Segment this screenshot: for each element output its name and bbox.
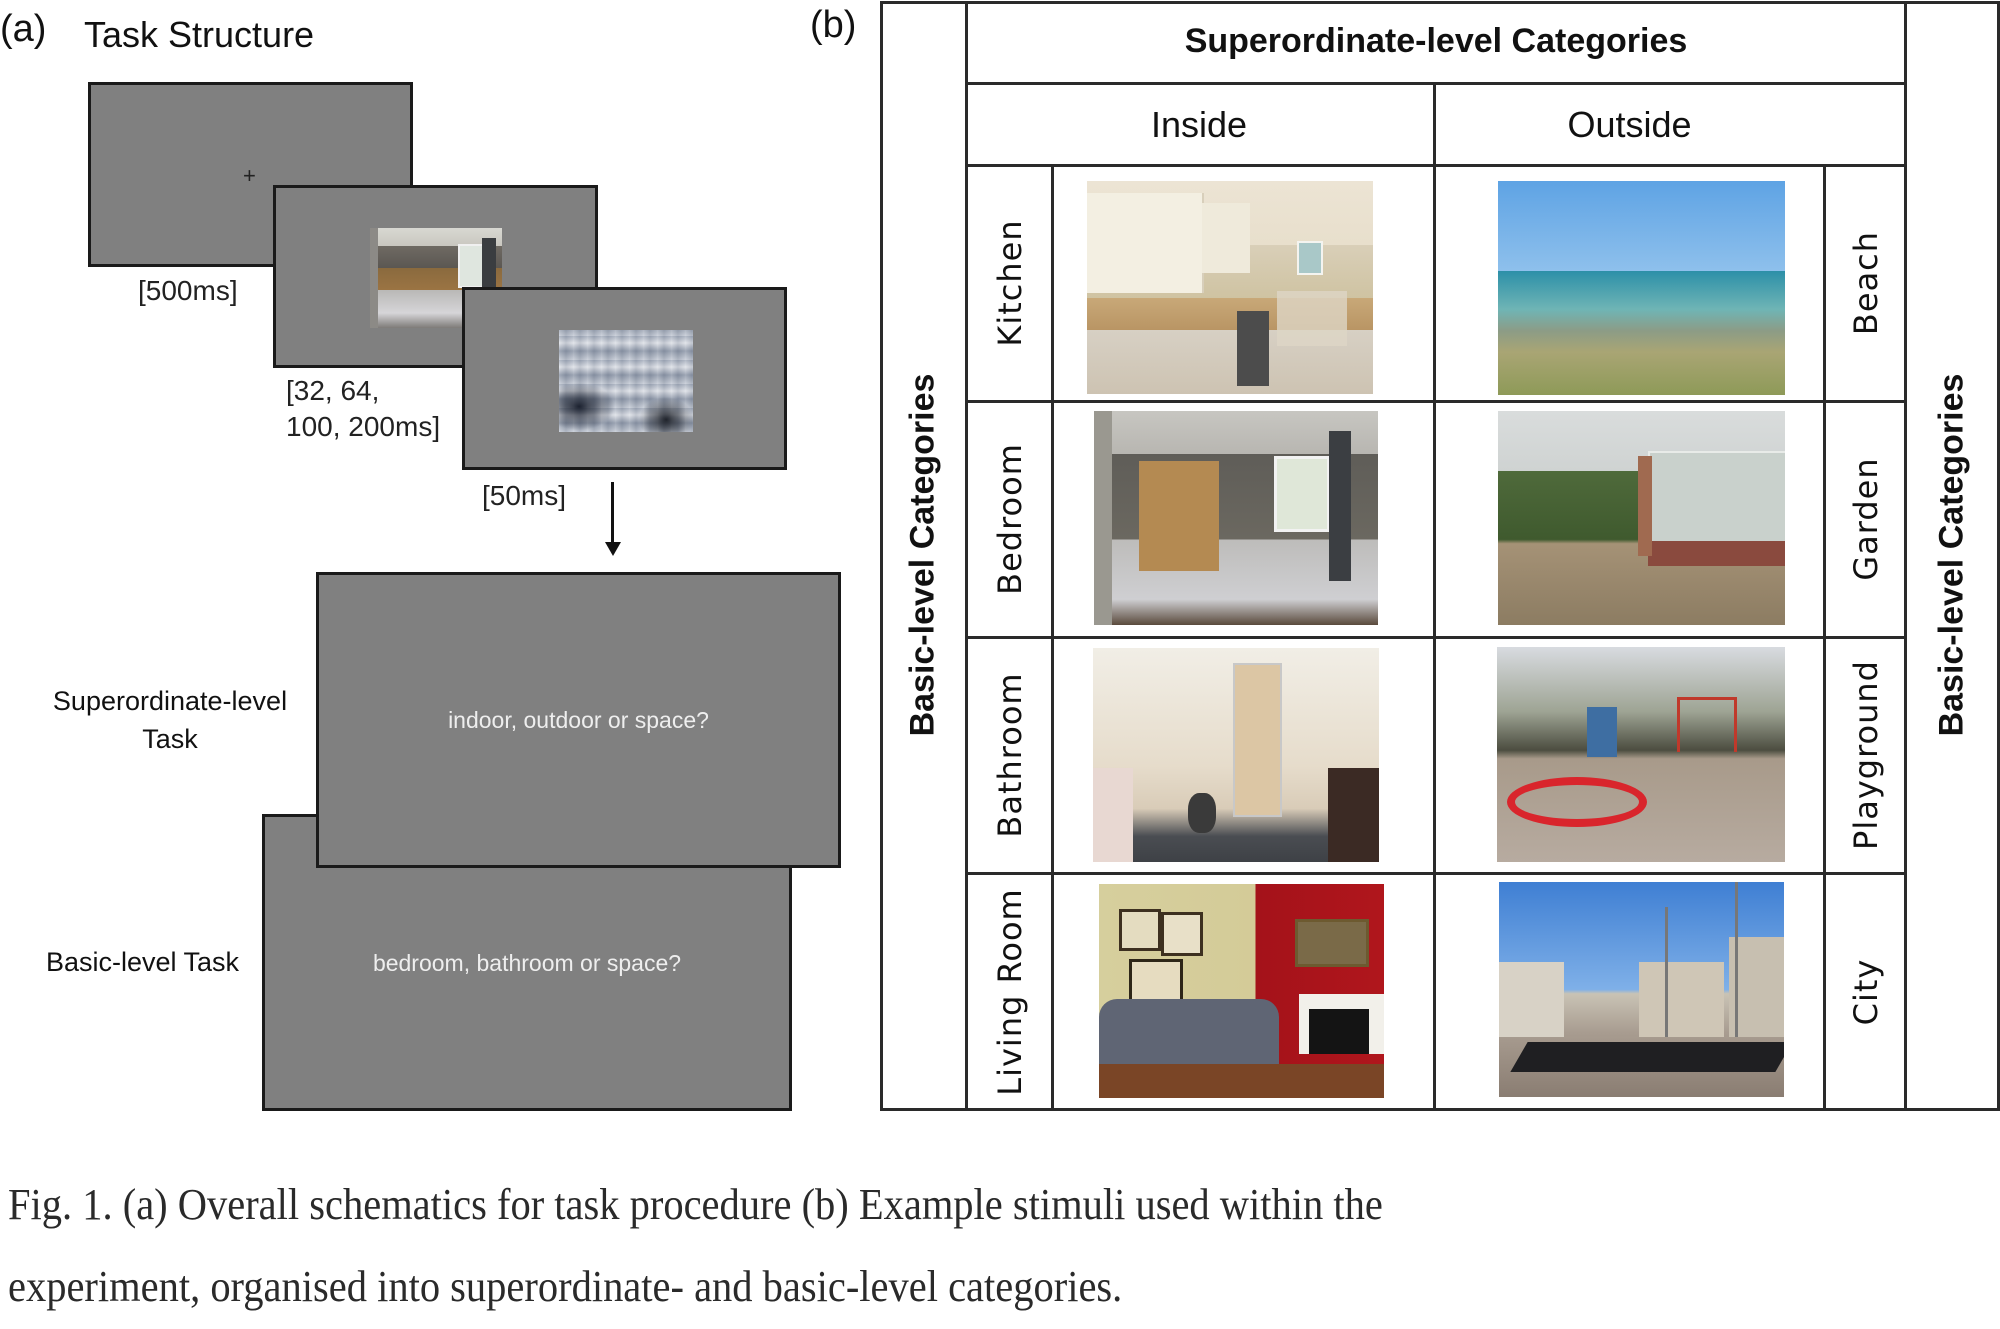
table-divider-left-side [965,1,968,1111]
fixation-cross-icon: + [243,163,256,188]
beach-image [1498,181,1785,395]
table-header-line-2 [965,164,1907,167]
row-label-kitchen: Kitchen [991,219,1029,347]
basic-level-side-label-left: Basic-level Categories [903,373,942,737]
panel-a-label: (a) [0,8,47,50]
table-row-line-2 [965,636,1907,639]
table-header-line-1 [965,82,1907,85]
row-label-living-room: Living Room [991,888,1029,1096]
superordinate-question: indoor, outdoor or space? [448,707,709,733]
table-border-top [880,1,2000,4]
mask-timing: [50ms] [482,480,567,511]
row-label-bedroom: Bedroom [991,443,1029,595]
task-structure-title: Task Structure [84,14,315,55]
column-header-outside: Outside [1567,104,1692,145]
garden-image [1498,411,1785,625]
noise-mask-image [559,330,693,432]
table-border-bottom [880,1108,2000,1111]
superordinate-task-label-line2: Task [142,724,198,754]
city-image [1499,882,1784,1097]
row-label-bathroom: Bathroom [991,672,1029,838]
living-room-image [1099,884,1384,1098]
basic-level-question: bedroom, bathroom or space? [372,950,682,976]
table-divider-right-side [1904,1,1907,1111]
row-label-garden: Garden [1847,457,1885,581]
playground-image [1497,647,1785,862]
superordinate-task-screen: indoor, outdoor or space? [316,572,841,868]
stimulus-timing-line1: [32, 64, [286,375,380,406]
superordinate-task-label: Superordinate-level Task [30,682,310,758]
bedroom-stimulus-image [370,228,502,328]
basic-level-task-label: Basic-level Task [45,947,240,977]
caption-line-2: experiment, organised into superordinate… [8,1262,1123,1311]
row-label-city: City [1847,958,1885,1026]
superordinate-task-label-line1: Superordinate-level [52,686,288,716]
column-header-inside: Inside [1150,104,1248,145]
row-label-beach: Beach [1847,230,1885,336]
figure-caption: Fig. 1. (a) Overall schematics for task … [8,1164,1940,1328]
stimulus-screen [273,185,598,368]
table-row-line-3 [965,872,1907,875]
caption-line-1: Fig. 1. (a) Overall schematics for task … [8,1180,1383,1229]
bathroom-image [1093,648,1379,862]
row-label-playground: Playground [1847,660,1885,850]
fixation-timing: [500ms] [138,275,238,306]
superordinate-header: Superordinate-level Categories [1184,22,1688,60]
basic-level-side-label-right: Basic-level Categories [1932,373,1971,737]
table-row-line-1 [965,400,1907,403]
stimulus-timing: [32, 64, 100, 200ms] [286,373,440,445]
mask-screen [462,287,787,470]
table-divider-inside-outside [1433,82,1436,1111]
stimulus-timing-line2: 100, 200ms] [286,411,441,442]
kitchen-image [1087,181,1373,394]
table-border-left [880,1,883,1111]
panel-b-label: (b) [810,4,857,46]
table-border-right [1997,1,2000,1111]
category-table: Superordinate-level Categories Inside Ou… [880,1,2000,1111]
down-arrow-icon [605,482,621,556]
bedroom-image [1094,411,1378,625]
